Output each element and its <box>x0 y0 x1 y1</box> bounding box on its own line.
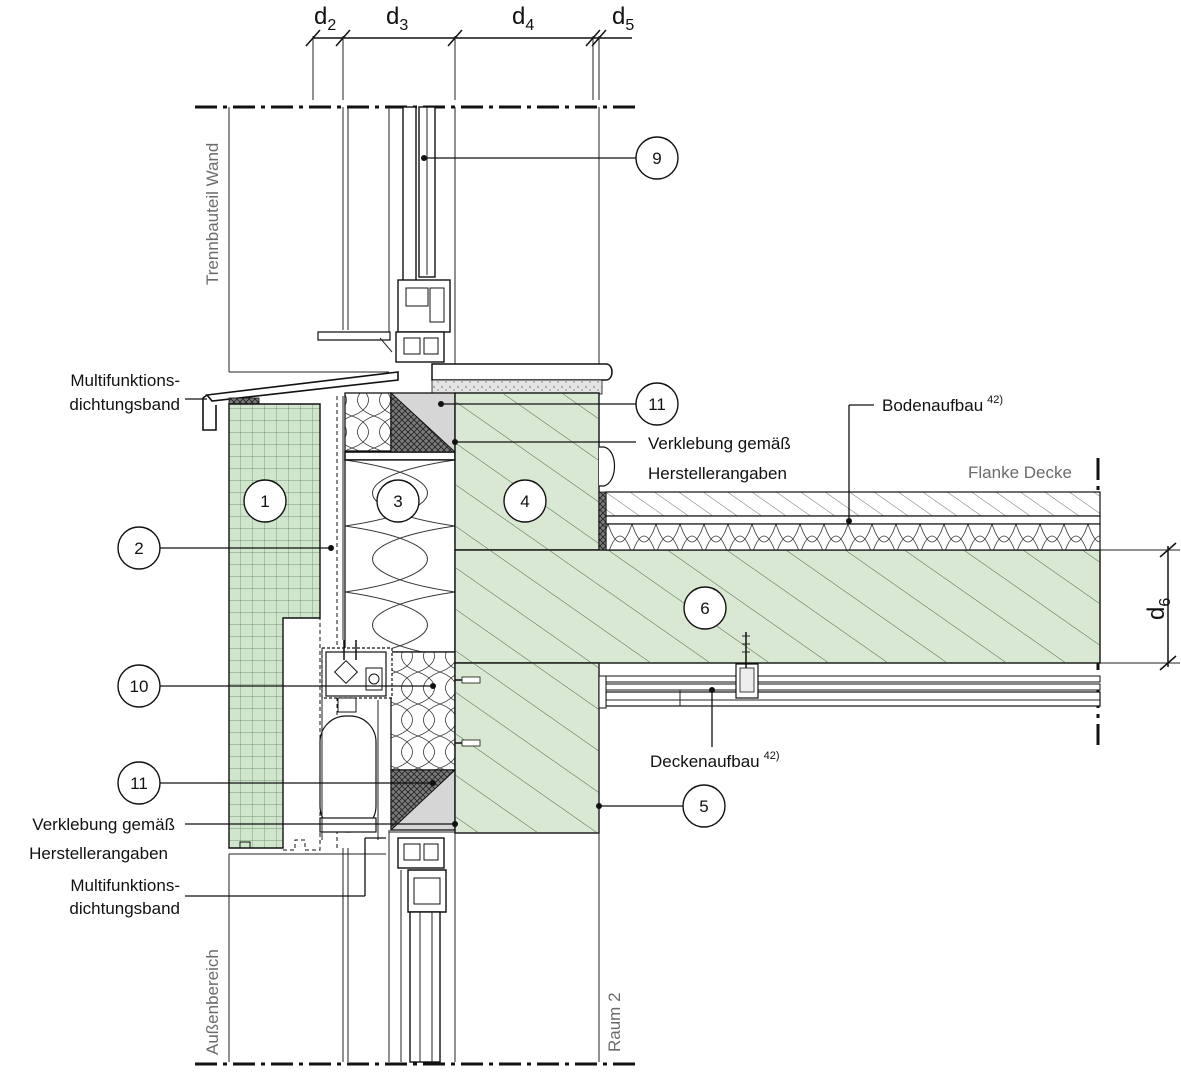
callout-11-lower: 11 <box>117 761 161 805</box>
dim-d6-label: d6 <box>1143 598 1174 620</box>
dimension-d6 <box>1100 542 1180 671</box>
callout-1: 1 <box>243 479 287 523</box>
callout-9: 9 <box>635 136 679 180</box>
svg-text:5: 5 <box>699 797 708 816</box>
label-verklebung-bottom-2: Herstellerangaben <box>29 844 168 863</box>
label-verklebung-bottom-1: Verklebung gemäß <box>32 815 175 834</box>
sill-bracket <box>317 331 391 341</box>
facade-cladding-1 <box>228 403 321 849</box>
window-top-frame <box>395 106 451 363</box>
callout-2: 2 <box>117 526 161 570</box>
upper-wall <box>228 107 600 440</box>
label-multifunktion-bottom-2: dichtungsband <box>69 899 180 918</box>
internal-window-board <box>431 363 613 381</box>
svg-text:11: 11 <box>648 395 666 414</box>
dim-d4-label: d4 <box>512 3 534 34</box>
insulation-upper-small <box>344 392 392 452</box>
lower-wall <box>228 830 600 1062</box>
svg-text:10: 10 <box>130 677 149 696</box>
svg-text:9: 9 <box>652 149 661 168</box>
dim-d2-label: d2 <box>314 3 336 34</box>
label-multifunktion-top-1: Multifunktions- <box>70 371 180 390</box>
leaders <box>160 155 874 897</box>
zone-label-flanke-decke: Flanke Decke <box>968 463 1072 482</box>
svg-text:4: 4 <box>520 492 529 511</box>
roller-shutter-box <box>319 640 393 840</box>
label-verklebung-top-2: Herstellerangaben <box>648 464 787 483</box>
svg-text:11: 11 <box>130 774 148 793</box>
anchors <box>455 676 481 747</box>
zone-label-aussenbereich: Außenbereich <box>203 949 222 1055</box>
zone-label-raum2: Raum 2 <box>605 992 624 1052</box>
svg-text:6: 6 <box>700 599 709 618</box>
label-verklebung-top-1: Verklebung gemäß <box>648 434 791 453</box>
callout-11-upper: 11 <box>635 382 679 426</box>
dim-d5-label: d5 <box>612 3 634 34</box>
floor-buildup <box>598 446 1101 551</box>
callout-3: 3 <box>376 479 420 523</box>
corner-wedge-lower <box>390 769 457 832</box>
callout-5: 5 <box>682 784 726 828</box>
external-window-sill <box>205 371 399 402</box>
label-multifunktion-top-2: dichtungsband <box>69 395 180 414</box>
svg-text:1: 1 <box>260 492 269 511</box>
callout-4: 4 <box>503 479 547 523</box>
zone-label-trennbauteil: Trennbauteil Wand <box>203 143 222 285</box>
dim-d3-label: d3 <box>386 3 408 34</box>
window-bottom-frame <box>389 831 455 1063</box>
callout-10: 10 <box>117 664 161 708</box>
insulation-lower <box>390 651 456 771</box>
dimension-chain-top <box>305 29 632 100</box>
svg-text:3: 3 <box>393 492 402 511</box>
corner-wedge-upper <box>390 391 457 453</box>
callout-6: 6 <box>683 586 727 630</box>
svg-text:2: 2 <box>134 539 143 558</box>
ceiling-buildup <box>598 632 1101 709</box>
label-multifunktion-bottom-1: Multifunktions- <box>70 876 180 895</box>
